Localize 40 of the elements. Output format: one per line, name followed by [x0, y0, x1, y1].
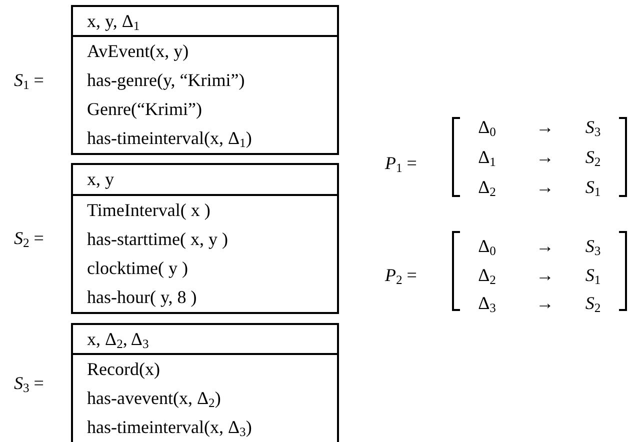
- matrix-label: P$_{1}$ =: [385, 152, 417, 174]
- matrix-entry: S$_{2}$: [585, 292, 601, 314]
- mapping-arrow: →: [536, 292, 554, 314]
- matrix-entry: S$_{3}$: [585, 235, 601, 257]
- matrix-entry: S$_{1}$: [585, 264, 601, 286]
- predicate-text: Record(x): [86, 358, 161, 381]
- mapping-arrow: →: [536, 176, 554, 198]
- matrix-entry: Δ$_{0}$: [478, 235, 496, 257]
- predicate-text: has-starttime( x, y ): [86, 228, 229, 251]
- schema-label: S$_{2}$ =: [14, 227, 44, 249]
- mapping-arrow: →: [536, 235, 554, 257]
- predicate-text: has-genre(y, “Krimi”): [86, 69, 246, 92]
- variable-list: x, y: [73, 165, 337, 196]
- schema-box: [71, 163, 339, 314]
- mapping-arrow: →: [536, 146, 554, 168]
- predicate-text: Genre(“Krimi”): [86, 98, 203, 121]
- mapping-arrow: →: [536, 264, 554, 286]
- matrix-entry: Δ$_{2}$: [478, 264, 496, 286]
- matrix-entry: Δ$_{3}$: [478, 292, 496, 314]
- predicate-text: has-timeinterval(x, Δ$_{1}$): [86, 127, 253, 152]
- variable-list: x, Δ$_{2}$, Δ$_{3}$: [73, 325, 337, 355]
- predicate-text: has-timeinterval(x, Δ$_{3}$): [86, 416, 253, 442]
- schema-label: S$_{1}$ =: [14, 69, 44, 91]
- variable-list: x, y, Δ$_{1}$: [73, 7, 337, 37]
- matrix-entry: S$_{3}$: [585, 116, 601, 138]
- matrix-entry: Δ$_{2}$: [478, 176, 496, 198]
- matrix-entry: Δ$_{1}$: [478, 146, 496, 168]
- predicate-text: has-hour( y, 8 ): [86, 286, 198, 309]
- predicate-text: clocktime( y ): [86, 257, 189, 280]
- predicate-text: AvEvent(x, y): [86, 40, 190, 63]
- matrix-entry: S$_{1}$: [585, 176, 601, 198]
- predicate-text: has-avevent(x, Δ$_{2}$): [86, 387, 222, 412]
- matrix-entry: S$_{2}$: [585, 146, 601, 168]
- matrix-entry: Δ$_{0}$: [478, 116, 496, 138]
- mapping-arrow: →: [536, 116, 554, 138]
- schema-box: [71, 5, 339, 155]
- matrix-label: P$_{2}$ =: [385, 264, 417, 286]
- schema-label: S$_{3}$ =: [14, 372, 44, 394]
- schema-box: [71, 323, 339, 442]
- predicate-text: TimeInterval( x ): [86, 199, 212, 222]
